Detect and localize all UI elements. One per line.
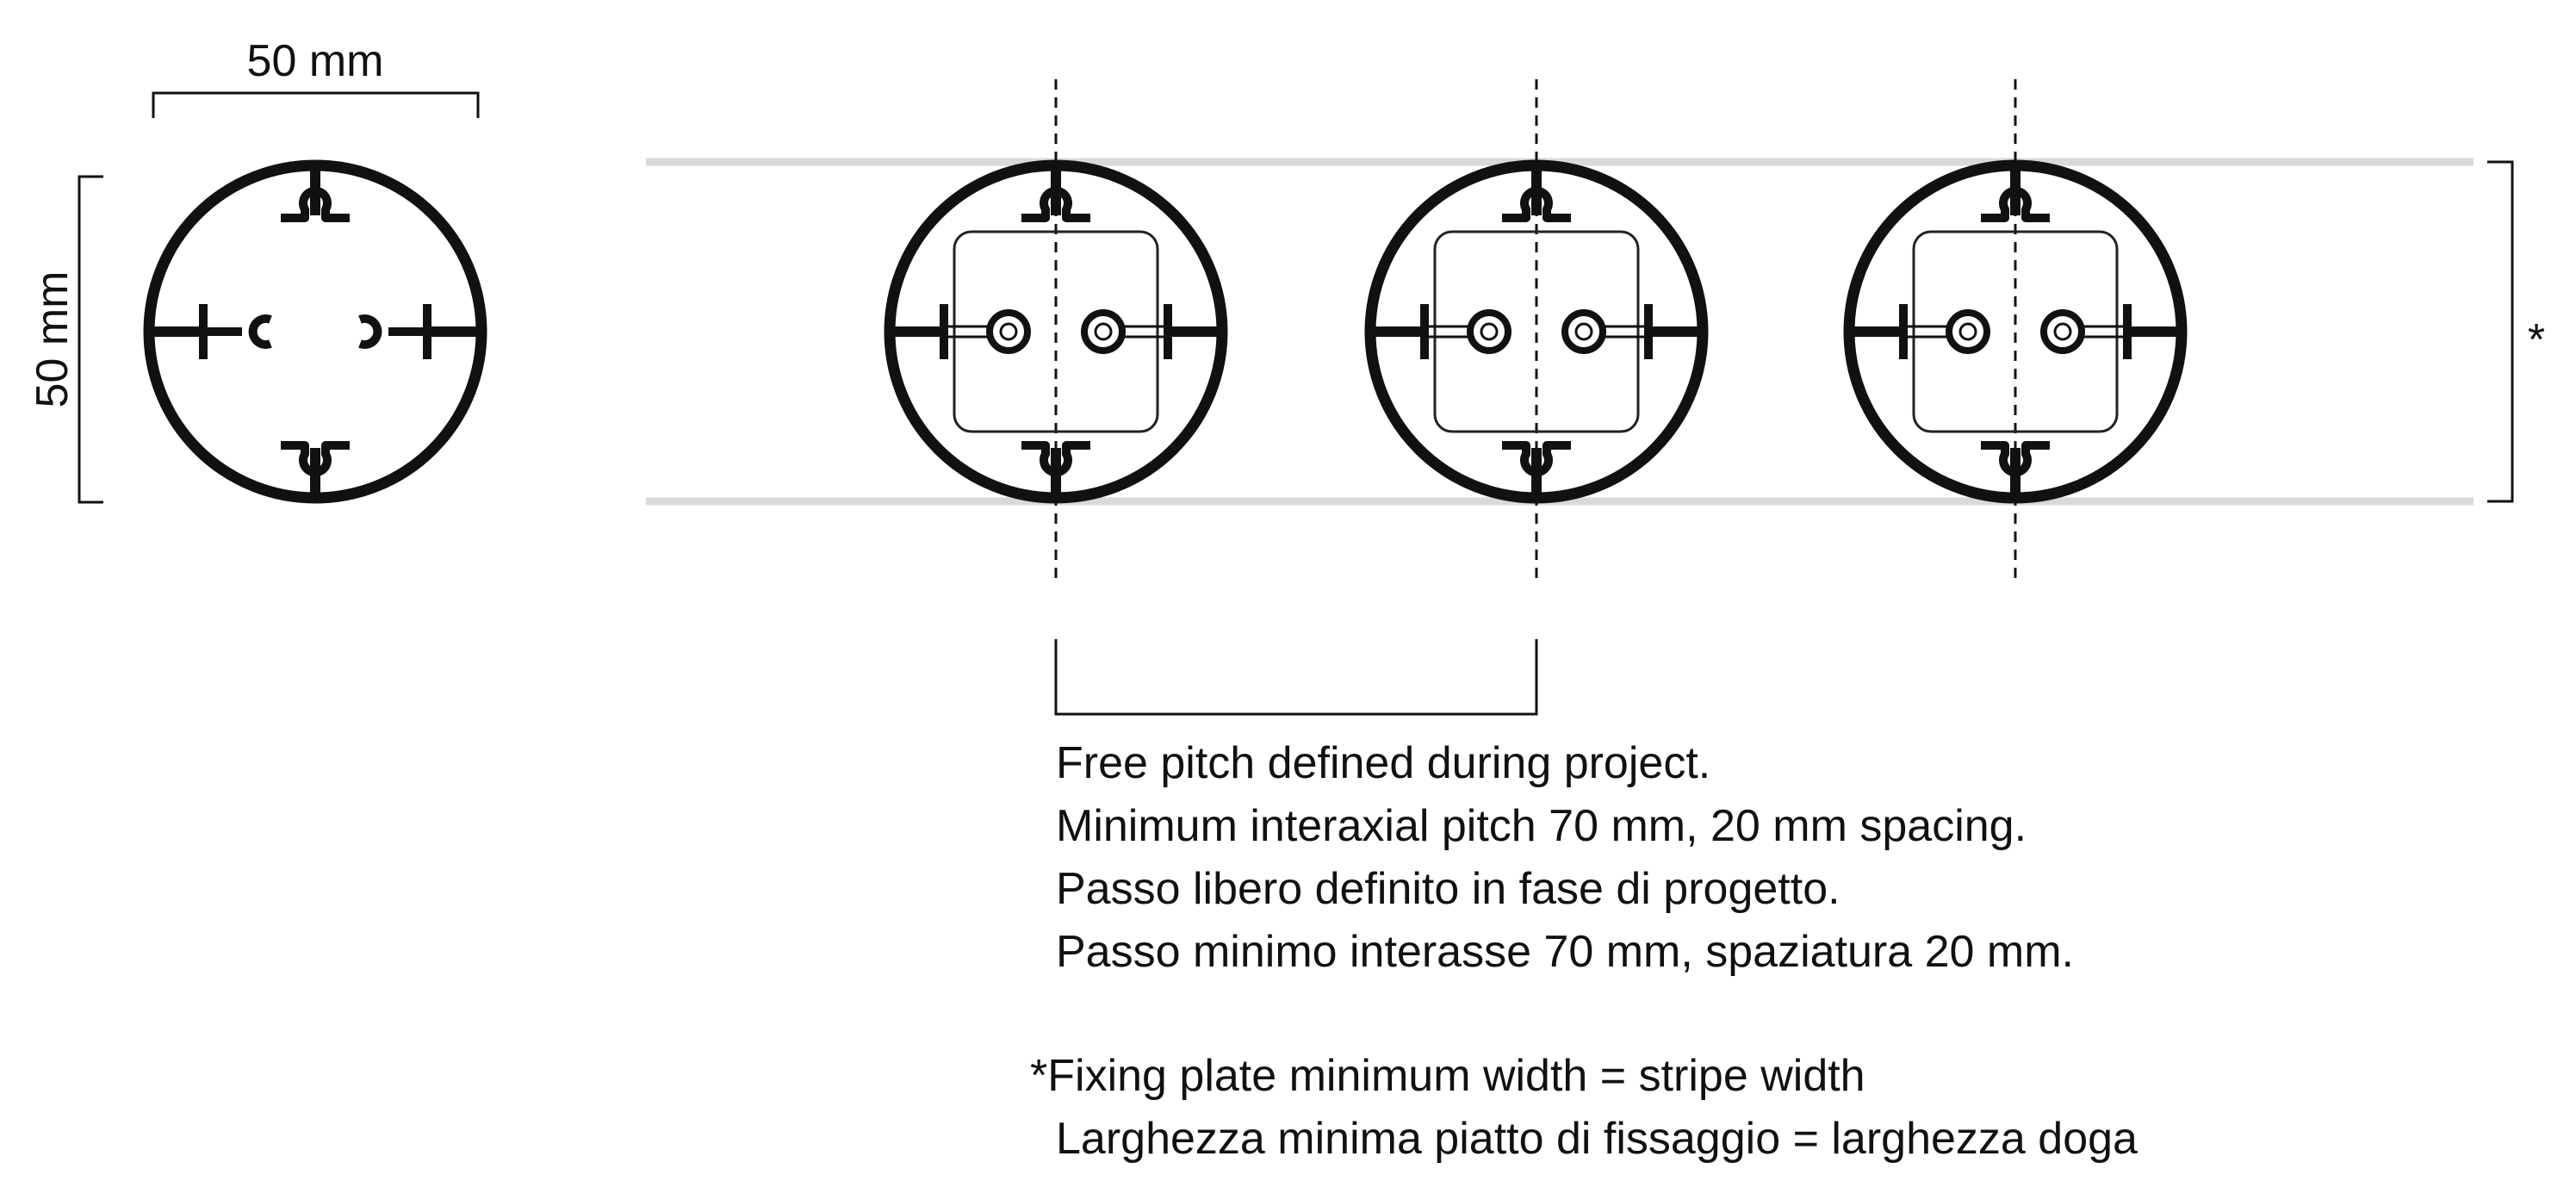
width-dimension-label: 50 mm — [247, 36, 384, 86]
stripe-width-marker: * — [2528, 315, 2545, 365]
profile-section-mounted-2 — [1370, 79, 1703, 582]
note-line: Free pitch defined during project. — [1056, 738, 1711, 788]
footnote-line-it: Larghezza minima piatto di fissaggio = l… — [1056, 1114, 2138, 1164]
width-dimension: 50 mm — [152, 36, 480, 118]
pitch-dimension — [1054, 639, 1538, 716]
stripe-width-bracket: * — [2487, 160, 2545, 503]
footnote-text-en: Fixing plate minimum width = stripe widt… — [1047, 1051, 1865, 1101]
height-dimension: 50 mm — [28, 175, 103, 504]
note-line: Passo minimo interasse 70 mm, spaziatura… — [1056, 927, 2074, 977]
pitch-notes: Free pitch defined during project. Minim… — [1056, 732, 2074, 984]
profile-section-mounted-3 — [1849, 79, 2182, 582]
profile-section-mounted-1 — [890, 79, 1222, 582]
profile-section-standalone — [149, 165, 481, 498]
height-dimension-label: 50 mm — [28, 271, 78, 408]
note-line: Minimum interaxial pitch 70 mm, 20 mm sp… — [1056, 801, 2027, 851]
footnote: *Fixing plate minimum width = stripe wid… — [1030, 1045, 2138, 1171]
footnote-line-en: *Fixing plate minimum width = stripe wid… — [1030, 1045, 2138, 1108]
note-line: Passo libero definito in fase di progett… — [1056, 864, 1840, 914]
footnote-marker: * — [1030, 1051, 1048, 1101]
